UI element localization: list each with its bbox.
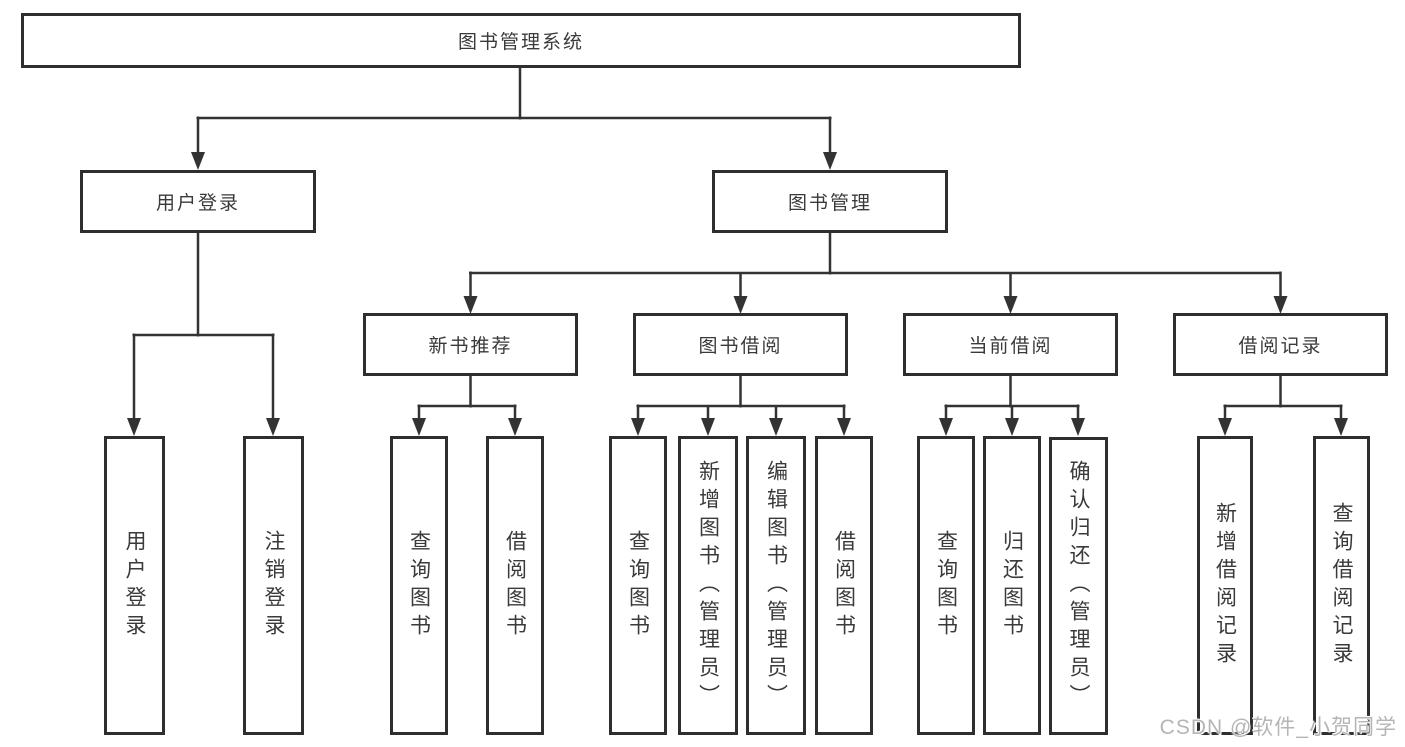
node-return-books-label: 归还图书	[1000, 529, 1024, 642]
node-recommend-borrow-books: 借阅图书	[486, 436, 544, 735]
node-add-borrow-record: 新增借阅记录	[1197, 436, 1253, 735]
node-book-borrow-label: 图书借阅	[698, 336, 783, 357]
node-book-borrow: 图书借阅	[633, 313, 848, 376]
node-recommend-query-books: 查询图书	[390, 436, 448, 735]
node-current-query-books: 查询图书	[917, 436, 975, 735]
node-user-login-group-label: 用户登录	[155, 193, 240, 214]
node-new-book-recommend: 新书推荐	[363, 313, 578, 376]
node-current-query-books-label: 查询图书	[934, 529, 958, 642]
node-query-borrow-record-label: 查询借阅记录	[1330, 501, 1353, 670]
node-logout-label: 注销登录	[262, 529, 285, 642]
node-add-book-admin: 新增图书（管理员）	[678, 436, 738, 735]
node-borrow-records-label: 借阅记录	[1238, 336, 1323, 357]
node-query-borrow-record: 查询借阅记录	[1313, 436, 1370, 735]
node-book-mgmt: 图书管理	[712, 170, 948, 233]
node-borrow-query-books: 查询图书	[609, 436, 667, 735]
node-recommend-borrow-books-label: 借阅图书	[503, 529, 527, 642]
node-user-login: 用户登录	[104, 436, 165, 735]
node-user-login-label: 用户登录	[123, 529, 146, 642]
node-return-books: 归还图书	[983, 436, 1041, 735]
wire-user-login-to-children	[127, 233, 280, 436]
wire-book-mgmt-to-level2	[463, 233, 1288, 314]
wire-book-borrow-to-children	[631, 376, 851, 436]
node-borrow-borrow-books: 借阅图书	[815, 436, 873, 735]
node-recommend-query-books-label: 查询图书	[407, 529, 431, 642]
wire-root-to-level1	[191, 68, 837, 170]
node-new-book-recommend-label: 新书推荐	[428, 336, 513, 357]
node-book-mgmt-label: 图书管理	[787, 193, 872, 214]
wire-borrow-records-to-children	[1218, 376, 1348, 436]
node-current-borrow-label: 当前借阅	[968, 336, 1053, 357]
node-edit-book-admin-label: 编辑图书（管理员）	[764, 459, 788, 712]
node-confirm-return-admin: 确认归还（管理员）	[1049, 437, 1108, 735]
node-borrow-records: 借阅记录	[1173, 313, 1388, 376]
node-root-label: 图书管理系统	[457, 32, 584, 53]
node-add-book-admin-label: 新增图书（管理员）	[696, 459, 720, 712]
node-add-borrow-record-label: 新增借阅记录	[1213, 501, 1237, 670]
wire-current-borrow-to-children	[939, 376, 1085, 436]
watermark-text: CSDN @软件_小贺同学	[1159, 716, 1397, 739]
node-borrow-query-books-label: 查询图书	[626, 529, 650, 642]
node-logout: 注销登录	[243, 436, 304, 735]
node-current-borrow: 当前借阅	[903, 313, 1118, 376]
node-confirm-return-admin-label: 确认归还（管理员）	[1067, 460, 1090, 712]
node-edit-book-admin: 编辑图书（管理员）	[746, 436, 806, 735]
wire-new-book-to-children	[412, 376, 522, 436]
node-user-login-group: 用户登录	[80, 170, 316, 233]
node-borrow-borrow-books-label: 借阅图书	[832, 529, 856, 642]
node-root: 图书管理系统	[21, 13, 1021, 68]
